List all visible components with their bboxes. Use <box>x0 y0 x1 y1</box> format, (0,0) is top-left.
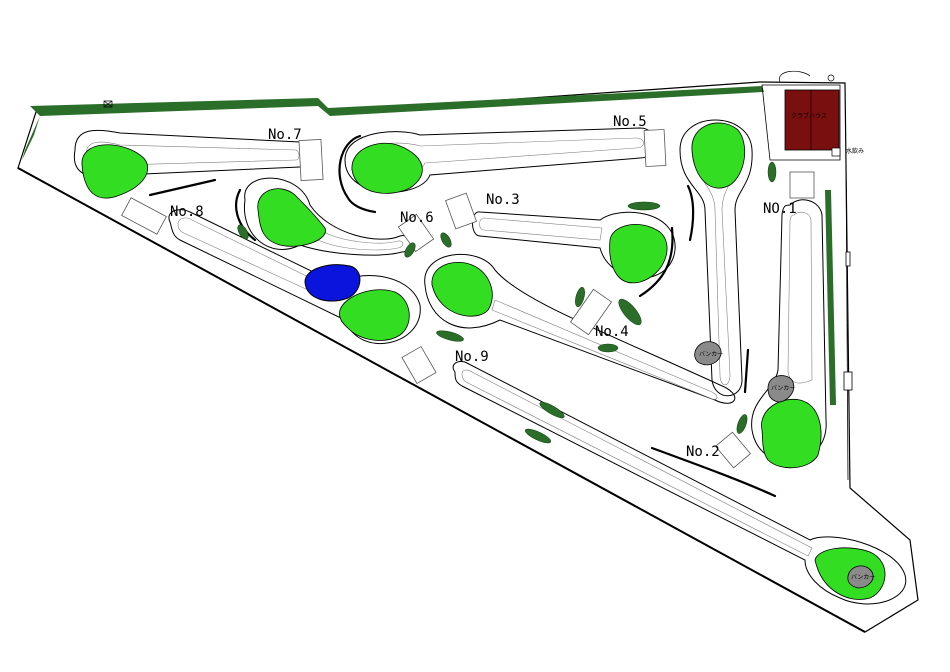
green-hole-6 <box>257 188 326 247</box>
drinking-fountain-label: 水飲み <box>846 147 864 155</box>
hole-2-label: No.2 <box>686 444 720 460</box>
tee-box-3 <box>445 192 477 230</box>
tee-box-2 <box>715 431 751 469</box>
top-hedge <box>22 86 764 160</box>
hole-8-label: No.8 <box>170 204 204 220</box>
shrub <box>404 242 416 258</box>
hole-1-label: NO.1 <box>763 201 797 217</box>
green-hole-9 <box>431 261 493 317</box>
bunker-label: バンカー <box>771 385 795 392</box>
tee-boxes <box>121 129 815 469</box>
green-hole-8 <box>339 289 410 341</box>
right-hedge <box>825 190 836 405</box>
shrub <box>767 161 777 183</box>
top-left-marker <box>103 100 113 108</box>
hole-5-label: No.5 <box>613 114 647 130</box>
bunker-label: バンカー <box>699 351 723 358</box>
tee-box-9 <box>401 345 437 385</box>
green-hole-4 <box>691 122 745 189</box>
shrub <box>524 428 552 444</box>
clubhouse-area: クラブハウス 水飲み <box>103 70 864 481</box>
green-hole-5 <box>351 142 423 194</box>
tee-box-7 <box>298 139 324 181</box>
shrub <box>618 298 642 326</box>
shrub <box>597 343 619 353</box>
hole-4-label: No.4 <box>595 324 629 340</box>
out-of-bounds-lines <box>148 134 777 498</box>
gate <box>845 251 851 267</box>
clubhouse-building <box>784 89 840 151</box>
hole-labels: NO.1 No.2 No.3 No.4 No.5 No.6 No.7 No.8 … <box>170 114 797 460</box>
hole-2-fairway <box>452 361 907 605</box>
shrub <box>539 401 565 419</box>
facility-box <box>831 147 841 157</box>
bunker-hole-1: バンカー <box>767 375 795 403</box>
green-hole-7 <box>81 144 149 199</box>
tee-box-8 <box>121 197 167 235</box>
tee-box-5 <box>643 129 667 167</box>
gate <box>843 371 853 391</box>
green-hole-1 <box>761 398 822 469</box>
hole-9-label: No.9 <box>455 349 489 365</box>
shrub <box>237 224 249 240</box>
pond <box>304 264 361 302</box>
tee-box-1 <box>789 171 815 199</box>
shrub <box>736 414 748 434</box>
shrub <box>436 330 464 342</box>
tee-box-4 <box>569 288 613 336</box>
hole-7-label: No.7 <box>268 127 302 143</box>
clubhouse-label: クラブハウス <box>791 112 827 120</box>
hole-3-label: No.3 <box>486 192 520 208</box>
hole-6-label: No.6 <box>400 210 434 226</box>
shrub <box>627 201 661 211</box>
bunker-hole-4: バンカー <box>694 341 723 366</box>
tee-box-6 <box>397 213 435 253</box>
bunker-label: バンカー <box>851 574 875 581</box>
drinking-fountain-marker <box>827 74 835 82</box>
shrub <box>575 287 585 307</box>
hole-3-fairway <box>472 211 676 279</box>
shrubs <box>237 161 777 444</box>
hole-1-fairway <box>751 199 827 463</box>
shrub <box>440 232 452 248</box>
green-hole-3 <box>609 224 668 284</box>
bunker-hole-2: バンカー <box>847 565 875 589</box>
